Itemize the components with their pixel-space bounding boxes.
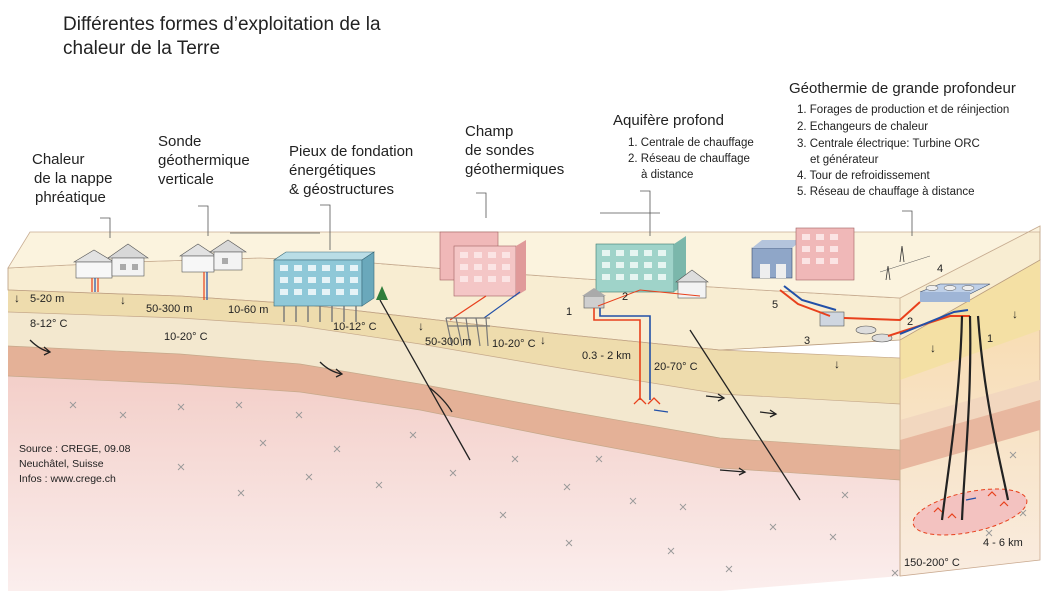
depth-label-groundwater: 5-20 m <box>30 293 64 305</box>
house-groundwater <box>72 243 149 292</box>
svg-text:↓: ↓ <box>14 291 20 305</box>
section-deep-aquifer-title: Aquifère profond <box>613 112 724 129</box>
section-deep-geothermal-title: Géothermie de grande profondeur <box>789 80 1016 97</box>
section-deep-aquifer-item2: 2. Réseau de chauffage <box>628 153 750 165</box>
house-vertical-probe <box>179 239 247 300</box>
section-probe-field: Champ de sondes géothermiques <box>465 123 564 178</box>
section-groundwater: Chaleur de la nappe phréatique <box>32 151 112 206</box>
layer-lines <box>7 289 901 576</box>
buildings-probe-field <box>439 231 526 347</box>
marker-deep-1: 1 <box>987 333 993 345</box>
deep-geothermal-plant <box>751 227 1010 521</box>
section-energy-piles: Pieux de fondation énergétiques & géostr… <box>289 143 413 198</box>
depth-label-deep-geothermal: 4 - 6 km <box>983 537 1023 549</box>
bedrock-crosses <box>69 401 1027 577</box>
temp-label-energy-piles: 10-12° C <box>333 321 377 333</box>
section-deep-geothermal-item2: 2. Echangeurs de chaleur <box>797 121 928 133</box>
section-vertical-probe-line2: géothermique <box>158 152 250 169</box>
source-line1: Source : CREGE, 09.08 <box>19 443 131 455</box>
svg-text:↓: ↓ <box>120 293 126 307</box>
page-title-line1: Différentes formes d’exploitation de la <box>63 14 381 35</box>
source-credit: Source : CREGE, 09.08 Neuchâtel, Suisse … <box>19 443 131 485</box>
fault-lines <box>379 299 801 501</box>
hot-reservoir <box>912 488 1028 536</box>
temp-label-deep-geothermal: 150-200° C <box>904 557 960 569</box>
section-vertical-probe: Sonde géothermique verticale <box>158 133 250 188</box>
section-groundwater-line2: de la nappe <box>34 170 112 187</box>
buildings-deep-aquifer <box>582 236 709 413</box>
section-deep-geothermal: Géothermie de grande profondeur 1. Forag… <box>789 80 1016 198</box>
clay-layer <box>8 346 900 480</box>
section-energy-piles-line3: & géostructures <box>289 181 394 198</box>
temp-label-deep-aquifer: 20-70° C <box>654 361 698 373</box>
source-line2: Neuchâtel, Suisse <box>19 458 104 470</box>
section-groundwater-line3: phréatique <box>35 189 106 206</box>
section-deep-geothermal-item3: 3. Centrale électrique: Turbine ORC <box>797 138 980 150</box>
section-deep-geothermal-item5: 4. Tour de refroidissement <box>797 170 931 182</box>
section-energy-piles-line1: Pieux de fondation <box>289 143 413 160</box>
upper-layer <box>8 290 900 404</box>
section-deep-aquifer-item3: à distance <box>641 169 693 181</box>
section-groundwater-line1: Chaleur <box>32 151 85 168</box>
page-title-line2: chaleur de la Terre <box>63 38 220 59</box>
source-line3: Infos : www.crege.ch <box>19 473 116 485</box>
marker-aquifer-2: 2 <box>622 291 628 303</box>
marker-deep-3: 3 <box>804 335 810 347</box>
marker-aquifer-1: 1 <box>566 306 572 318</box>
numbered-markers: 1 2 1 2 3 4 5 <box>566 263 993 347</box>
depth-label-vertical-probe: 50-300 m <box>146 303 192 315</box>
section-vertical-probe-line3: verticale <box>158 171 214 188</box>
section-deep-geothermal-item1: 1. Forages de production et de réinjecti… <box>797 104 1009 116</box>
leader-lines <box>100 190 913 250</box>
depth-label-deep-aquifer: 0.3 - 2 km <box>582 350 631 362</box>
side-layer-clay <box>900 400 1040 470</box>
down-arrows: ↓ ↓ ↓ ↓ ↓ ↓ ↓ <box>14 291 1018 371</box>
depth-label-probe-field: 50-300 m <box>425 336 471 348</box>
middle-layer <box>8 312 900 450</box>
marker-deep-5: 5 <box>772 299 778 311</box>
svg-text:↓: ↓ <box>1012 307 1018 321</box>
section-deep-aquifer-item1: 1. Centrale de chauffage <box>628 137 754 149</box>
section-deep-aquifer: Aquifère profond 1. Centrale de chauffag… <box>613 112 754 181</box>
marker-deep-2: 2 <box>907 316 913 328</box>
svg-text:↓: ↓ <box>834 357 840 371</box>
flow-arrows <box>29 339 778 476</box>
svg-text:↓: ↓ <box>418 319 424 333</box>
section-deep-geothermal-item6: 5. Réseau de chauffage à distance <box>797 186 975 198</box>
bedrock-layer <box>8 376 900 591</box>
section-probe-field-line2: de sondes <box>465 142 534 159</box>
svg-text:↓: ↓ <box>930 341 936 355</box>
section-probe-field-line1: Champ <box>465 123 513 140</box>
svg-text:↓: ↓ <box>540 333 546 347</box>
section-vertical-probe-line1: Sonde <box>158 133 201 150</box>
section-energy-piles-line2: énergétiques <box>289 162 376 179</box>
section-deep-geothermal-item4: et générateur <box>810 154 879 166</box>
marker-deep-4: 4 <box>937 263 943 275</box>
building-energy-piles <box>273 251 388 322</box>
temp-label-probe-field: 10-20° C <box>492 338 536 350</box>
depth-temperature-labels: 5-20 m 8-12° C 50-300 m 10-20° C 10-60 m… <box>30 293 1023 569</box>
temp-label-groundwater: 8-12° C <box>30 318 67 330</box>
side-layer-mid <box>900 380 1040 440</box>
depth-label-energy-piles: 10-60 m <box>228 304 268 316</box>
temp-label-vertical-probe: 10-20° C <box>164 331 208 343</box>
section-probe-field-line3: géothermiques <box>465 161 564 178</box>
